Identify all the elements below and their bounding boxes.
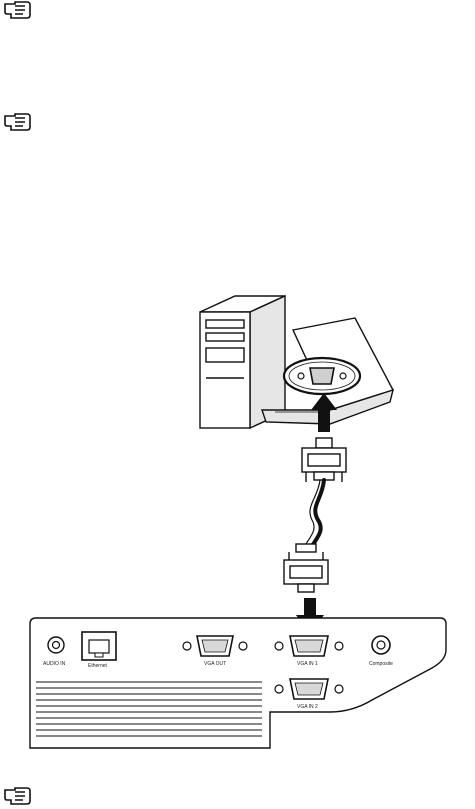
audio-in-label: AUDIO IN [43,661,65,667]
composite-label: Composite [369,661,393,667]
audio-in-jack [48,637,64,653]
vga-plug-top [302,438,346,482]
vga-in-1-label: VGA IN 1 [297,661,318,667]
vga-cable [303,480,324,550]
ethernet-port [82,632,116,660]
computer-vga-port [284,358,360,394]
vga-out-label: VGA OUT [204,661,226,667]
desktop-computer [200,296,285,428]
ethernet-label: Ethernet [88,663,107,669]
vga-plug-bottom [284,544,328,592]
vga-in-2-label: VGA IN 2 [297,704,318,710]
composite-jack [372,636,390,654]
